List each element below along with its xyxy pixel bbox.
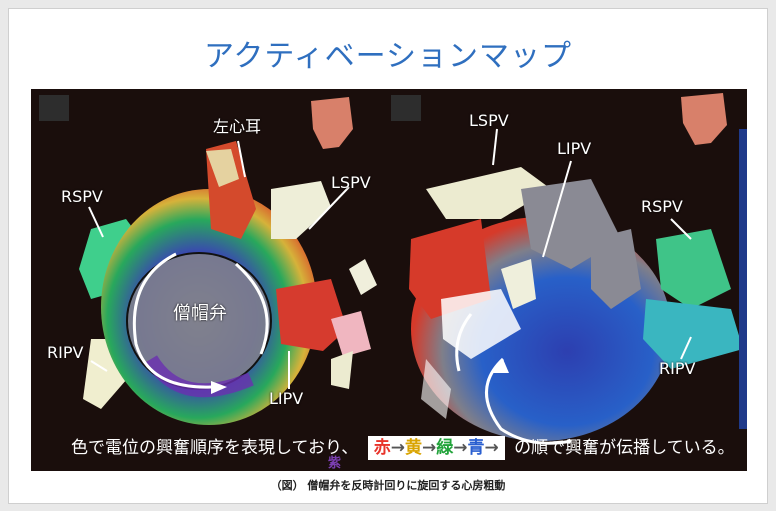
seq-red: 赤 <box>374 438 391 458</box>
seq-yellow: 黄 <box>405 438 422 458</box>
caption-suffix: の順で興奮が伝播している。 <box>514 438 735 458</box>
label-right-lipv: LIPV <box>557 139 591 158</box>
label-left-lspv: LSPV <box>331 173 371 192</box>
seq-purple: 紫 <box>328 452 341 471</box>
slide: アクティベーションマップ <box>8 8 768 504</box>
slide-title: アクティベーションマップ <box>9 31 767 75</box>
label-left-atrial-appendage: 左心耳 <box>213 113 261 137</box>
label-left-rspv: RSPV <box>61 187 103 206</box>
activation-map-illustration <box>31 89 747 471</box>
caption-prefix: 色で電位の興奮順序を表現しており、 <box>71 438 358 458</box>
seq-arrow: → <box>422 438 436 458</box>
activation-map-image: 左心耳 LSPV RSPV 僧帽弁 RIPV LIPV LSPV LIPV RS… <box>31 89 747 471</box>
seq-blue: 青 <box>467 438 484 458</box>
label-mitral-valve: 僧帽弁 <box>173 299 227 325</box>
color-sequence-box: 赤→黄→緑→青→ <box>368 436 505 460</box>
activation-sequence-caption: 色で電位の興奮順序を表現しており、 赤→黄→緑→青→ の順で興奮が伝播している。 <box>71 433 747 463</box>
label-right-ripv: RIPV <box>659 359 695 378</box>
seq-arrow: → <box>453 438 467 458</box>
label-left-ripv: RIPV <box>47 343 83 362</box>
label-right-rspv: RSPV <box>641 197 683 216</box>
seq-green: 緑 <box>436 438 453 458</box>
figure-caption: （図） 僧帽弁を反時計回りに旋回する心房粗動 <box>9 477 767 493</box>
seq-arrow: → <box>391 438 405 458</box>
seq-arrow: → <box>484 438 498 458</box>
label-left-lipv: LIPV <box>269 389 303 408</box>
label-right-lspv: LSPV <box>469 111 509 130</box>
